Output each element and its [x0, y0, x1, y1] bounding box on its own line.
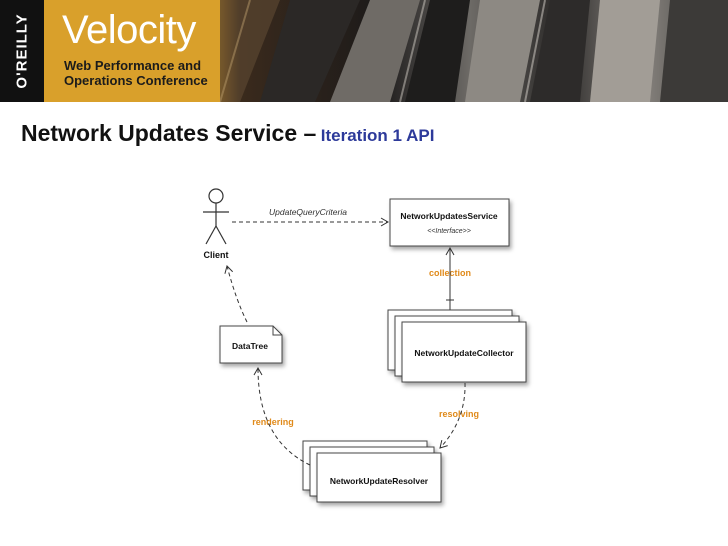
- brand-subtitle-line2: Operations Conference: [64, 73, 208, 88]
- collector-name: NetworkUpdateCollector: [414, 348, 514, 358]
- query-label: UpdateQueryCriteria: [269, 207, 347, 217]
- header-banner: O'REILLY Velocity Web Performance and Op…: [0, 0, 728, 102]
- datatree-name: DataTree: [232, 341, 268, 351]
- service-box: NetworkUpdatesService <<Interface>>: [389, 198, 510, 247]
- slide-title-sub: Iteration 1 API: [320, 126, 435, 145]
- collector-stack: NetworkUpdateCollector: [387, 309, 527, 383]
- service-name: NetworkUpdatesService: [400, 211, 498, 221]
- resolving-arrow: [439, 382, 466, 449]
- rendering-label: rendering: [252, 417, 294, 427]
- resolving-label: resolving: [439, 409, 479, 419]
- client-actor: [203, 188, 229, 245]
- brand-panel: [44, 0, 220, 102]
- slide-title-main: Network Updates Service –: [21, 120, 317, 146]
- publisher-strip: O'REILLY: [0, 0, 44, 102]
- brand-title: Velocity: [62, 8, 196, 52]
- slide-title: Network Updates Service – Iteration 1 AP…: [21, 120, 434, 147]
- resolver-name: NetworkUpdateResolver: [330, 476, 429, 486]
- service-stereotype: <<Interface>>: [427, 228, 471, 235]
- resolver-stack: NetworkUpdateResolver: [302, 440, 442, 503]
- turbine-photo: [220, 0, 728, 102]
- rendering-arrow: [253, 366, 311, 466]
- return-arrow: [224, 265, 248, 323]
- datatree-document: DataTree: [219, 325, 283, 364]
- brand-subtitle-line1: Web Performance and: [64, 58, 202, 73]
- client-label: Client: [203, 250, 228, 260]
- brand-subtitle: Web Performance and Operations Conferenc…: [64, 58, 224, 88]
